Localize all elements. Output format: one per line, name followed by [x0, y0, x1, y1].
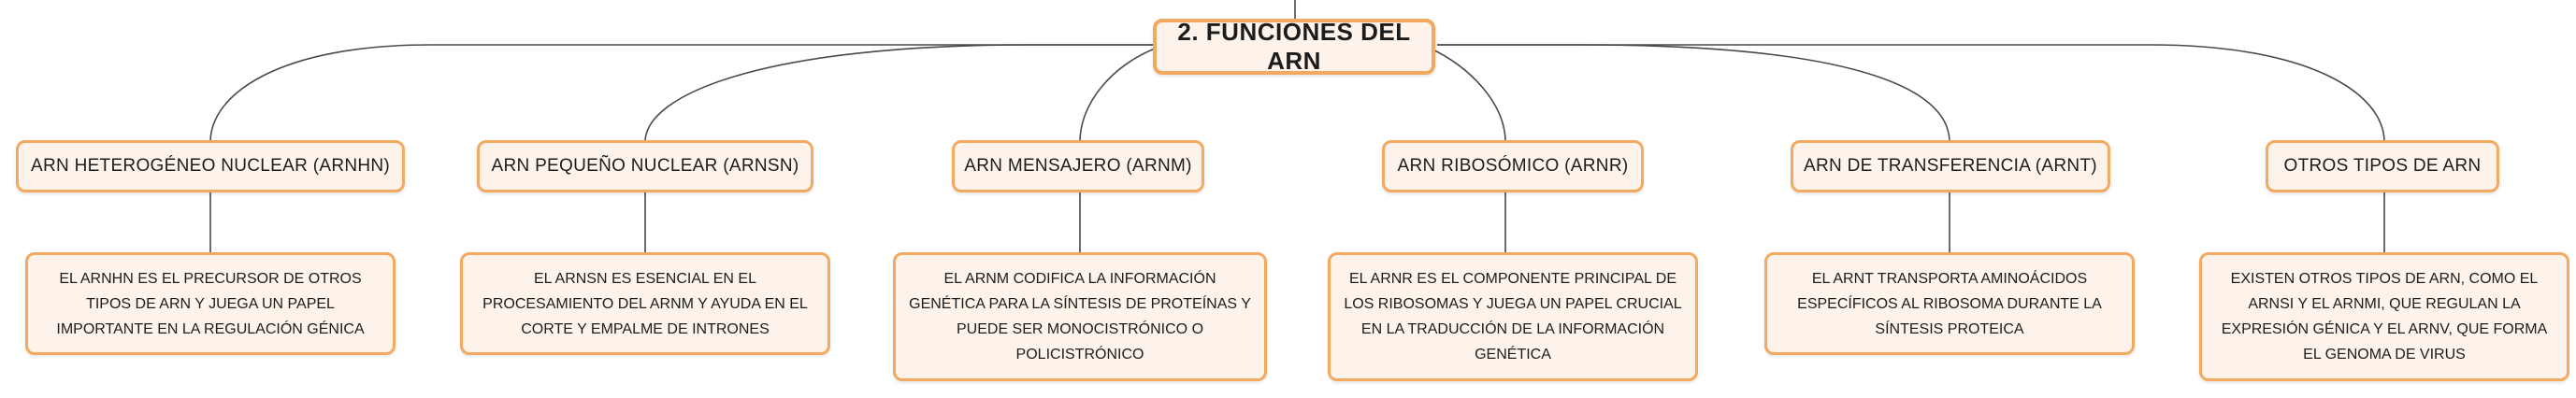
node-arnm-text: EL ARNM CODIFICA LA INFORMACIÓN GENÉTICA… — [909, 271, 1251, 362]
node-arnhn[interactable]: ARN HETEROGÉNEO NUCLEAR (ARNHN) — [16, 140, 405, 192]
root-label: 2. FUNCIONES DEL ARN — [1177, 18, 1411, 75]
node-arnt-title: ARN DE TRANSFERENCIA (ARNT) — [1804, 156, 2097, 176]
node-otros-text: EXISTEN OTROS TIPOS DE ARN, COMO EL ARNS… — [2221, 271, 2548, 362]
node-arnr-title: ARN RIBOSÓMICO (ARNR) — [1397, 156, 1629, 176]
node-otros-description[interactable]: EXISTEN OTROS TIPOS DE ARN, COMO EL ARNS… — [2199, 252, 2569, 381]
node-arnr-description[interactable]: EL ARNR ES EL COMPONENTE PRINCIPAL DE LO… — [1328, 252, 1698, 381]
node-arnm-description[interactable]: EL ARNM CODIFICA LA INFORMACIÓN GENÉTICA… — [893, 252, 1267, 381]
node-arnr[interactable]: ARN RIBOSÓMICO (ARNR) — [1382, 140, 1644, 192]
node-arnhn-description[interactable]: EL ARNHN ES EL PRECURSOR DE OTROS TIPOS … — [25, 252, 396, 355]
connector-arnr — [1430, 48, 1506, 143]
node-arnt-description[interactable]: EL ARNT TRANSPORTA AMINOÁCIDOS ESPECÍFIC… — [1764, 252, 2135, 355]
node-arnm[interactable]: ARN MENSAJERO (ARNM) — [952, 140, 1204, 192]
node-otros[interactable]: OTROS TIPOS DE ARN — [2266, 140, 2499, 192]
node-arnm-title: ARN MENSAJERO (ARNM) — [964, 156, 1192, 176]
node-arnt[interactable]: ARN DE TRANSFERENCIA (ARNT) — [1791, 140, 2110, 192]
connector-arnt — [1437, 44, 1950, 143]
connector-arnm — [1079, 48, 1156, 143]
node-arnhn-text: EL ARNHN ES EL PRECURSOR DE OTROS TIPOS … — [56, 270, 365, 337]
node-arnsn-text: EL ARNSN ES ESENCIAL EN EL PROCESAMIENTO… — [482, 270, 808, 337]
node-arnsn-description[interactable]: EL ARNSN ES ESENCIAL EN EL PROCESAMIENTO… — [460, 252, 830, 355]
node-arnhn-title: ARN HETEROGÉNEO NUCLEAR (ARNHN) — [30, 156, 391, 176]
connector-arnhn — [209, 44, 1153, 143]
node-arnr-text: EL ARNR ES EL COMPONENTE PRINCIPAL DE LO… — [1344, 271, 1682, 362]
node-arnsn[interactable]: ARN PEQUEÑO NUCLEAR (ARNSN) — [477, 140, 813, 192]
node-otros-title: OTROS TIPOS DE ARN — [2283, 156, 2482, 176]
connector-arnsn — [644, 44, 1153, 143]
node-arnsn-title: ARN PEQUEÑO NUCLEAR (ARNSN) — [491, 156, 799, 176]
node-arnt-text: EL ARNT TRANSPORTA AMINOÁCIDOS ESPECÍFIC… — [1797, 270, 2102, 337]
root-node[interactable]: 2. FUNCIONES DEL ARN — [1153, 18, 1435, 75]
connector-otros — [1437, 44, 2385, 143]
